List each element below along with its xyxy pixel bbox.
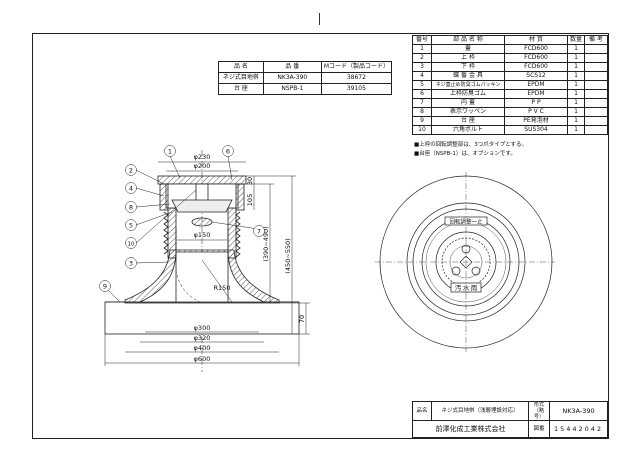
top-view-labels: 回転調整一止 汚 水 雨 xyxy=(449,218,483,293)
cell xyxy=(584,125,608,135)
cell: 39105 xyxy=(320,83,393,95)
callout-balloon xyxy=(125,257,137,269)
callout-balloon xyxy=(125,219,137,231)
dim-label: 70 xyxy=(298,315,306,323)
center-mark xyxy=(319,13,320,25)
callout-number: 6 xyxy=(226,148,230,156)
dimension-lines xyxy=(104,161,310,366)
title-block: 品名 ネジ式目地桝（浅層埋設対応） 形式（略号） NK3A-390 前澤化成工業… xyxy=(412,401,608,438)
callout-balloon xyxy=(99,280,111,292)
dim-label: φ300 xyxy=(194,324,211,332)
callout-balloon xyxy=(125,237,137,249)
callout-number: 1 xyxy=(168,148,172,156)
callout-balloon xyxy=(222,145,234,157)
dim-label: 30 xyxy=(246,177,254,185)
callout-balloon xyxy=(125,164,137,176)
title-row: 前澤化成工業株式会社 図番 15442042 xyxy=(412,420,608,438)
lid-mark: 汚 xyxy=(455,284,462,292)
callout-balloon xyxy=(125,182,137,194)
drawing-number: 15442042 xyxy=(549,420,608,438)
product-header-row: 品 名 品 番 Mコード（製品コード） xyxy=(218,61,393,73)
dim-label: φ200 xyxy=(194,162,211,170)
company-name: 前澤化成工業株式会社 xyxy=(412,420,529,438)
callout-number: 4 xyxy=(129,185,133,193)
callout-balloon xyxy=(125,201,137,213)
callout-number: 10 xyxy=(128,242,135,248)
lid-mark: 水 xyxy=(463,283,470,292)
dim-label: φ230 xyxy=(194,153,211,161)
callout-number: 2 xyxy=(129,167,133,175)
callout-number: 9 xyxy=(103,283,107,291)
callout-balloon xyxy=(253,225,265,237)
dim-label: φ400 xyxy=(194,344,211,352)
callout-number: 8 xyxy=(129,204,133,212)
lid-mark: 雨 xyxy=(471,284,478,292)
callout-numbers: 1 2 4 8 5 10 3 6 7 9 xyxy=(103,148,261,291)
title-row: 品名 ネジ式目地桝（浅層埋設対応） 形式（略号） NK3A-390 xyxy=(412,401,608,421)
dim-label: φ320 xyxy=(194,334,211,342)
dim-label: φ600 xyxy=(194,355,211,363)
lid-label: 回転調整一止 xyxy=(449,218,483,226)
callout-number: 5 xyxy=(129,222,133,230)
note-text: ■上枠の回転調整部は、3つ爪タイプとする。 xyxy=(414,142,528,148)
callout-balloon xyxy=(164,145,176,157)
drawing-frame xyxy=(32,33,609,439)
dim-label: φ150 xyxy=(194,231,211,239)
note-text: ■台座（NSPB-1）は、オプションです。 xyxy=(414,151,516,157)
dimension-labels: φ230 φ200 30 105 φ150 (390~490) (450~550… xyxy=(194,153,306,363)
callout-number: 7 xyxy=(257,228,261,236)
top-view xyxy=(375,172,555,352)
cell: 1 xyxy=(566,125,586,135)
dim-label: (390~490) xyxy=(262,226,270,261)
dim-label: (450~550) xyxy=(284,238,292,273)
dim-label: 105 xyxy=(246,194,254,206)
callouts xyxy=(99,145,265,303)
callout-number: 3 xyxy=(129,260,133,268)
dim-label: R150 xyxy=(214,284,231,292)
